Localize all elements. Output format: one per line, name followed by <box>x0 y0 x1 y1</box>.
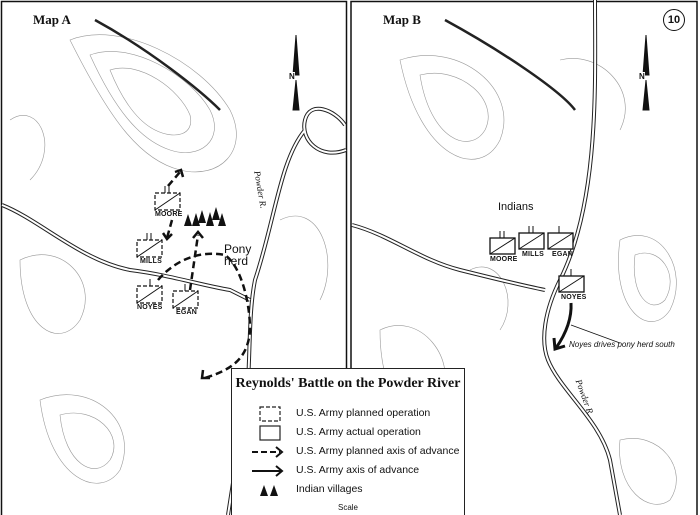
legend-title: Reynolds' Battle on the Powder River <box>235 376 461 391</box>
map-number-badge: 10 <box>663 9 685 31</box>
scale-label: Scale <box>337 503 358 512</box>
indians-label: Indians <box>498 201 534 213</box>
noyes-annotation: Noyes drives pony herd south <box>569 340 675 349</box>
map-b-title: Map B <box>383 12 421 27</box>
north-arrow-icon <box>292 34 650 111</box>
north-label-a: N <box>289 72 295 81</box>
unit-label-moore: MOORE <box>155 211 183 218</box>
solid-box-icon <box>259 425 281 441</box>
legend-item: U.S. Army planned axis of advance <box>296 445 460 457</box>
pony-herd-label: Pony herd <box>224 242 252 268</box>
legend-item: U.S. Army planned operation <box>296 407 431 419</box>
unit-label-mills: MILLS <box>140 258 162 265</box>
legend: Reynolds' Battle on the Powder River U.S… <box>231 368 465 515</box>
map-a-title: Map A <box>33 12 71 27</box>
dashed-box-icon <box>259 406 281 422</box>
annotation-leader <box>570 324 621 344</box>
legend-item: Indian villages <box>296 483 363 495</box>
unit-label-egan-b: EGAN <box>552 251 574 258</box>
legend-item: U.S. Army axis of advance <box>296 464 420 476</box>
unit-label-moore-b: MOORE <box>490 256 518 263</box>
planned-axis-arrows <box>157 171 252 380</box>
ridge-road-a <box>94 18 221 111</box>
indian-villages-icon <box>184 207 226 226</box>
north-label-b: N <box>639 72 645 81</box>
solid-arrow-icon <box>252 465 284 477</box>
axis-of-advance-arrow <box>552 302 573 351</box>
unit-label-mills-b: MILLS <box>522 251 544 258</box>
tepee-icon <box>260 485 278 496</box>
unit-label-noyes: NOYES <box>137 304 163 311</box>
legend-item: U.S. Army actual operation <box>296 426 421 438</box>
dashed-arrow-icon <box>252 446 284 458</box>
unit-label-noyes-b: NOYES <box>561 294 587 301</box>
unit-label-egan: EGAN <box>176 309 198 316</box>
ridge-road-b <box>444 18 576 111</box>
